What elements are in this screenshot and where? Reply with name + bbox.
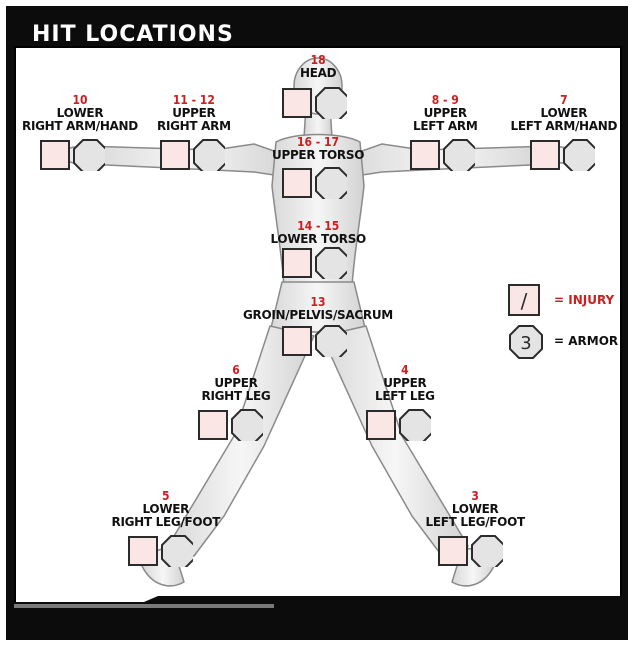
armor-slot-upper-torso[interactable] [315,167,347,199]
roll-range: 14 - 15 [297,219,340,233]
armor-slot-lower-left-arm-hand[interactable] [563,139,595,171]
location-name: HEAD [300,66,337,80]
armor-slot-upper-left-leg[interactable] [399,409,431,441]
roll-range: 10 [72,93,88,107]
legend-injury-label: = INJURY [554,293,615,307]
roll-range: 5 [162,489,170,503]
roll-range: 16 - 17 [297,135,340,149]
roll-range: 13 [310,295,326,309]
injury-box-lower-left-arm-hand[interactable] [530,140,560,170]
injury-box-upper-right-leg[interactable] [198,410,228,440]
injury-box-upper-right-arm[interactable] [160,140,190,170]
location-name: LOWER [142,502,190,516]
location-name: RIGHT LEG [201,389,271,403]
location-name: LOWER [451,502,499,516]
injury-box-head[interactable] [282,88,312,118]
armor-mark: 3 [520,333,531,354]
injury-box-upper-torso[interactable] [282,168,312,198]
armor-slot-head[interactable] [315,87,347,119]
injury-box-lower-right-arm-hand[interactable] [40,140,70,170]
armor-slot-lower-right-leg-foot[interactable] [161,535,193,567]
injury-box-upper-left-leg[interactable] [366,410,396,440]
injury-box-lower-right-leg-foot[interactable] [128,536,158,566]
location-name: UPPER [383,376,427,390]
location-name: LEFT LEG/FOOT [425,515,526,529]
location-name: GROIN/PELVIS/SACRUM [243,308,393,322]
location-name: UPPER [172,106,216,120]
injury-mark: / [521,289,528,313]
legend-injury-box: / [508,284,540,316]
roll-range: 7 [560,93,568,107]
roll-range: 3 [471,489,479,503]
injury-box-groin-pelvis-sacrum[interactable] [282,326,312,356]
title-tab: HIT LOCATIONS [10,8,266,47]
bottom-bar [14,596,622,620]
roll-range: 6 [232,363,240,377]
location-name: LOWER [56,106,104,120]
legend-armor-icon: 3 [509,325,543,359]
armor-slot-upper-right-leg[interactable] [231,409,263,441]
location-name: RIGHT ARM [157,119,231,133]
location-name: LOWER TORSO [270,232,367,246]
location-name: RIGHT LEG/FOOT [111,515,221,529]
roll-range: 4 [401,363,409,377]
location-name: UPPER TORSO [272,148,365,162]
location-name: UPPER [214,376,258,390]
location-name: LEFT ARM [413,119,478,133]
location-name: RIGHT ARM/HAND [22,119,138,133]
injury-box-lower-torso[interactable] [282,248,312,278]
armor-slot-lower-left-leg-foot[interactable] [471,535,503,567]
armor-slot-lower-torso[interactable] [315,247,347,279]
armor-slot-upper-right-arm[interactable] [193,139,225,171]
roll-range: 11 - 12 [172,93,215,107]
armor-slot-groin-pelvis-sacrum[interactable] [315,325,347,357]
location-name: LEFT LEG [375,389,435,403]
armor-slot-lower-right-arm-hand[interactable] [73,139,105,171]
roll-range: 8 - 9 [431,93,459,107]
injury-box-lower-left-leg-foot[interactable] [438,536,468,566]
page-title: HIT LOCATIONS [32,22,234,47]
armor-slot-upper-left-arm[interactable] [443,139,475,171]
location-name: UPPER [423,106,468,120]
legend-armor-label: = ARMOR [554,334,619,348]
location-name: LOWER [540,106,588,120]
injury-box-upper-left-arm[interactable] [410,140,440,170]
location-name: LEFT ARM/HAND [510,119,618,133]
roll-range: 18 [310,53,326,67]
